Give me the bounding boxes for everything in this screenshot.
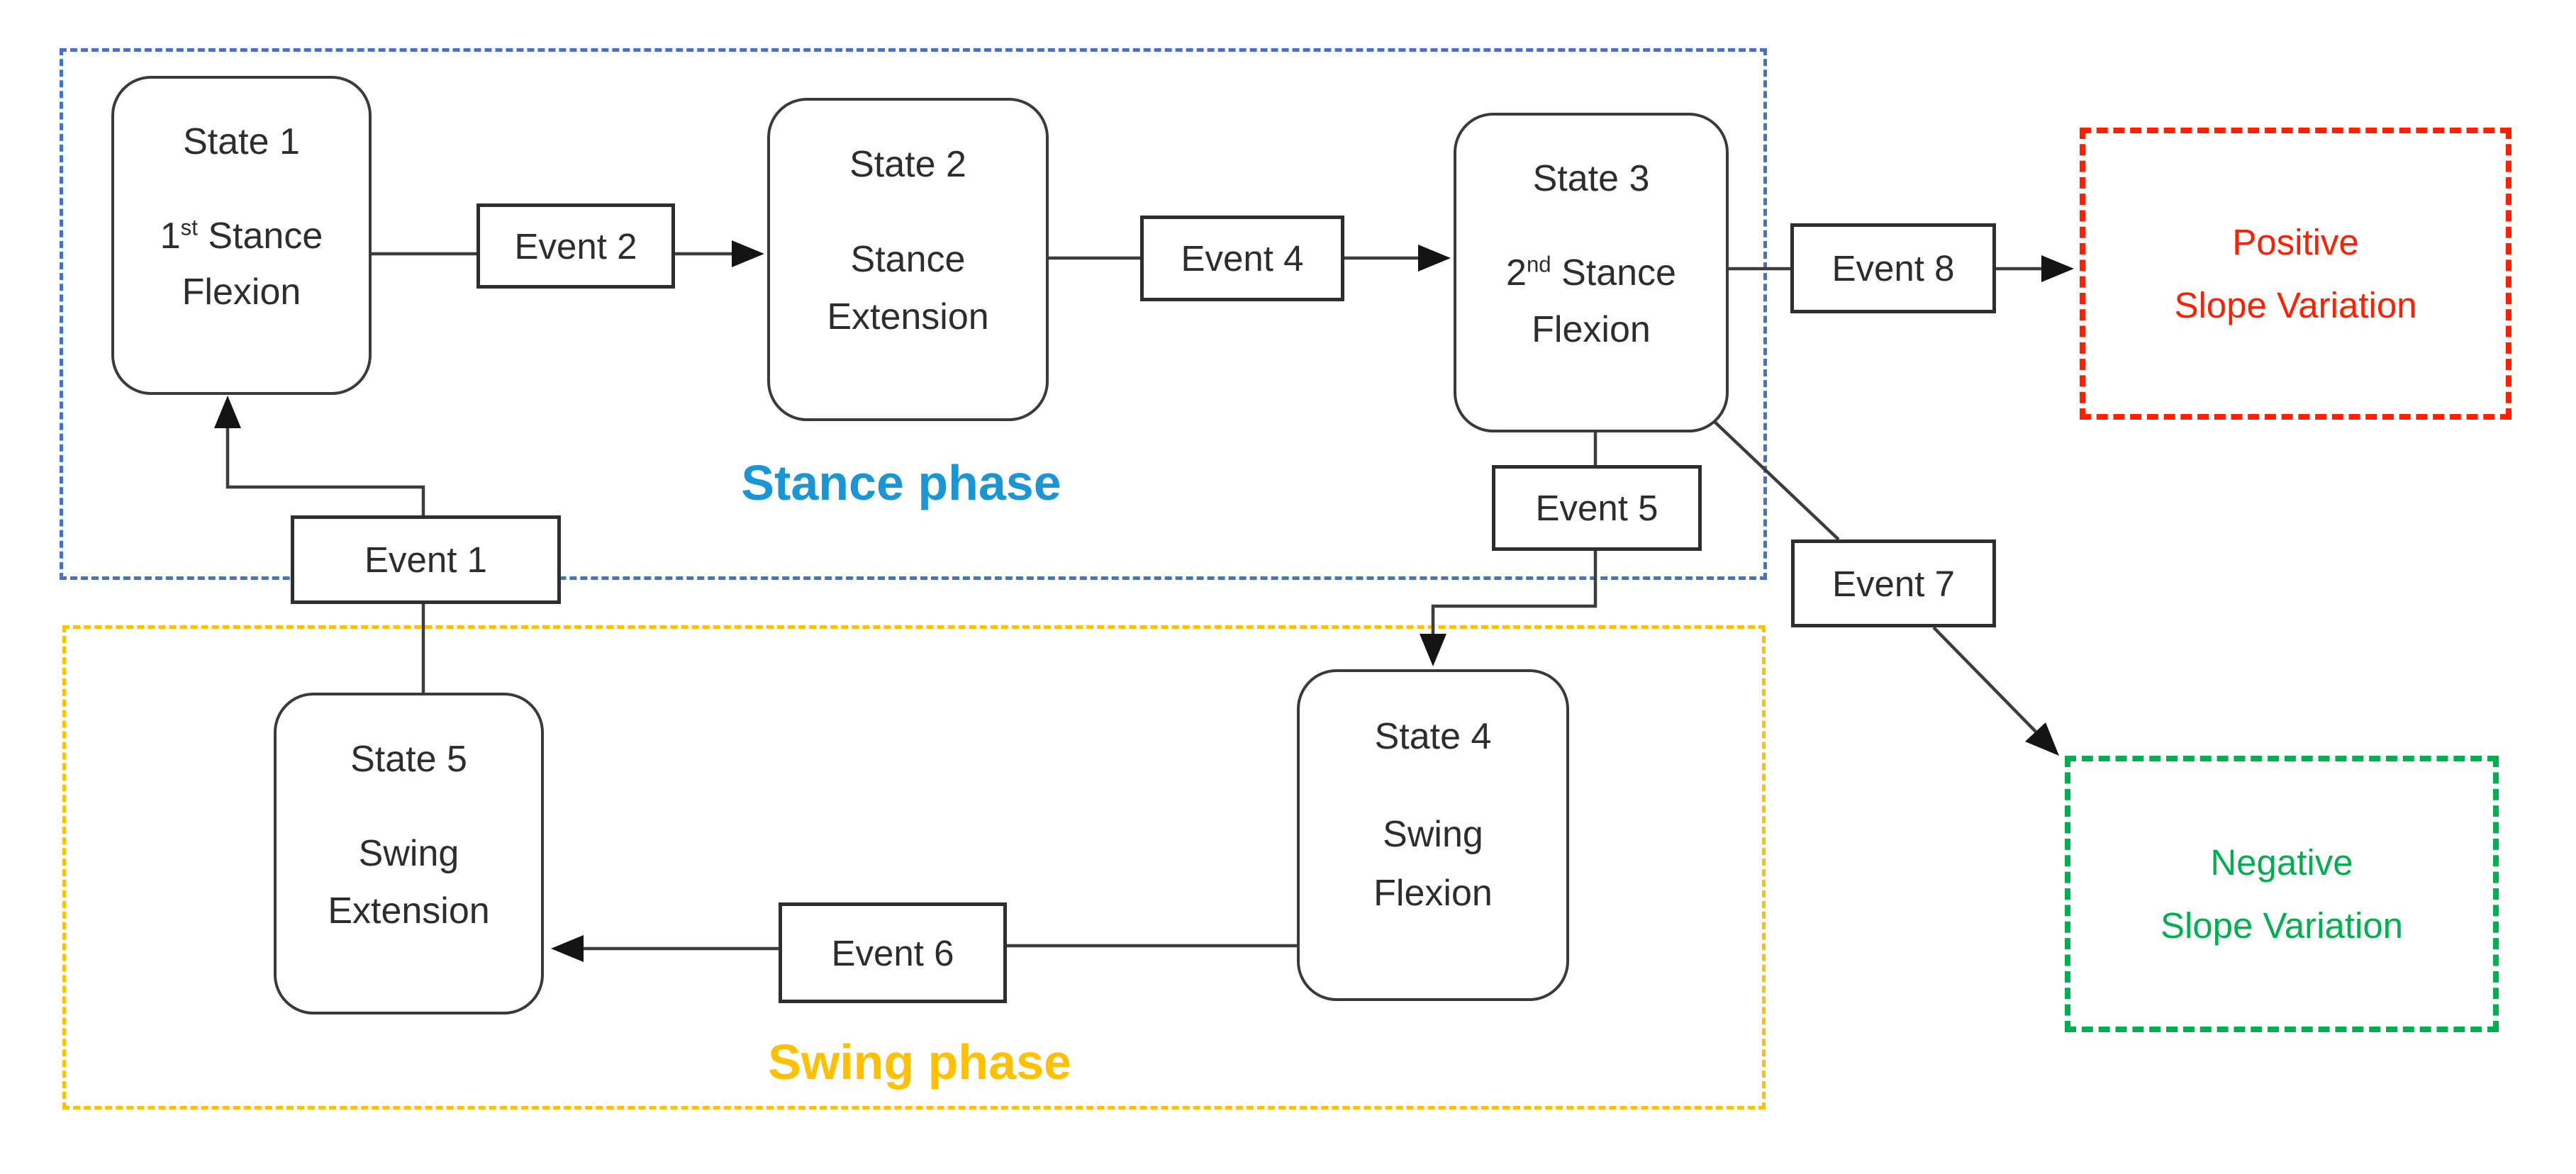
- state-5-subtitle-line2: Extension: [328, 890, 490, 932]
- swing-phase-region: [62, 625, 1766, 1109]
- stance-phase-label: Stance phase: [741, 455, 1061, 510]
- event-8-label: Event 8: [1831, 248, 1955, 289]
- event-5-node: Event 5: [1492, 465, 1702, 551]
- state-2-node: State 2 Stance Extension: [767, 98, 1049, 421]
- state-3-subtitle-line2: Flexion: [1532, 308, 1651, 350]
- positive-outcome-line1: Positive: [2232, 222, 2359, 262]
- state-4-subtitle-line1: Swing: [1383, 814, 1483, 856]
- event-4-label: Event 4: [1181, 238, 1304, 279]
- connector-event7-to-negative: [1932, 626, 2037, 733]
- swing-phase-label: Swing phase: [768, 1034, 1071, 1090]
- state-2-title: State 2: [849, 143, 966, 185]
- ordinal-superscript: st: [180, 215, 198, 240]
- event-5-label: Event 5: [1535, 488, 1658, 528]
- state-4-subtitle-line2: Flexion: [1373, 873, 1493, 914]
- state-3-node: State 3 2nd Stance Flexion: [1454, 113, 1729, 432]
- event-6-label: Event 6: [831, 932, 954, 973]
- state-2-subtitle-line2: Extension: [827, 296, 989, 337]
- event-4-node: Event 4: [1140, 216, 1344, 301]
- event-6-node: Event 6: [779, 902, 1007, 1003]
- state-1-subtitle-line2: Flexion: [182, 272, 301, 313]
- event-8-node: Event 8: [1790, 223, 1996, 313]
- state-2-subtitle-line1: Stance: [850, 239, 966, 281]
- event-2-label: Event 2: [514, 225, 637, 267]
- event-1-node: Event 1: [291, 515, 561, 604]
- arrowhead-into-state4: [1420, 634, 1446, 666]
- connector-event1-to-state1: [225, 428, 425, 515]
- positive-slope-variation-region: Positive Slope Variation: [2080, 128, 2511, 420]
- arrowhead-into-state2: [732, 240, 764, 267]
- connector-state3-to-event7: [1711, 418, 1840, 541]
- stance-phase-region: [60, 48, 1767, 580]
- connector-event5-to-state4: [1431, 551, 1598, 654]
- arrowhead-into-state5: [551, 935, 584, 962]
- negative-outcome-line2: Slope Variation: [2160, 905, 2404, 946]
- event-1-label: Event 1: [364, 540, 487, 580]
- arrowhead-into-state1: [214, 396, 241, 428]
- state-3-title: State 3: [1532, 158, 1650, 200]
- event-7-node: Event 7: [1791, 540, 1996, 627]
- state-5-subtitle-line1: Swing: [358, 833, 459, 875]
- state-5-node: State 5 Swing Extension: [274, 693, 544, 1014]
- event-7-label: Event 7: [1832, 563, 1955, 604]
- state-3-subtitle-line1: 2nd Stance: [1506, 252, 1676, 294]
- arrowhead-into-positive: [2041, 255, 2074, 282]
- state-1-node: State 1 1st Stance Flexion: [111, 76, 372, 395]
- state-5-title: State 5: [350, 738, 467, 780]
- positive-outcome-line2: Slope Variation: [2174, 285, 2417, 325]
- state-4-node: State 4 Swing Flexion: [1297, 669, 1569, 1001]
- state-1-title: State 1: [183, 121, 300, 163]
- event-2-node: Event 2: [476, 203, 675, 289]
- state-1-subtitle-line1: 1st Stance: [160, 215, 323, 257]
- arrowhead-into-negative: [2025, 722, 2059, 756]
- state-4-title: State 4: [1374, 716, 1492, 758]
- negative-outcome-line1: Negative: [2210, 842, 2353, 883]
- arrowhead-into-state3: [1418, 245, 1451, 272]
- negative-slope-variation-region: Negative Slope Variation: [2065, 756, 2499, 1032]
- ordinal-superscript: nd: [1526, 252, 1551, 277]
